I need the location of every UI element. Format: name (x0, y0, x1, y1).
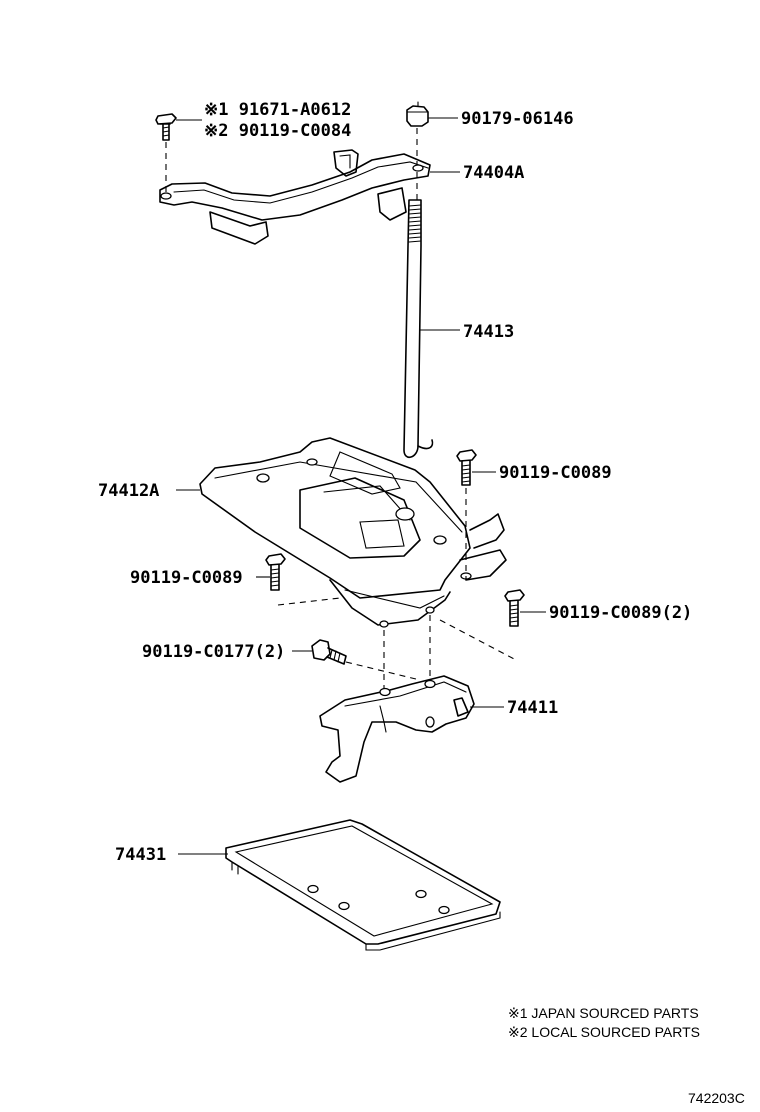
note-local-sourced: ※2 LOCAL SOURCED PARTS (508, 1024, 700, 1040)
label-part-90119-c0177-2: 90119-C0177(2) (142, 642, 285, 662)
bolt-lower-right-icon (504, 589, 525, 627)
dashed-line-bolt-left (277, 597, 341, 606)
label-part-90179-06146: 90179-06146 (461, 109, 574, 129)
bolt-left-icon (265, 553, 286, 591)
label-part-91671-a0612: ※1 91671-A0612 (204, 100, 351, 120)
label-part-74404a: 74404A (463, 163, 524, 183)
label-part-90119-c0089-left: 90119-C0089 (130, 568, 243, 588)
battery-tray-74431-icon (225, 819, 501, 951)
label-part-90119-c0089-right: 90119-C0089 (499, 463, 612, 483)
battery-carrier-74412a-icon (199, 437, 507, 628)
bracket-74411-icon (319, 675, 475, 783)
nut-top-icon (406, 101, 429, 127)
j-bolt-rod-74413-icon (403, 199, 434, 458)
label-part-74411: 74411 (507, 698, 558, 718)
label-part-74431: 74431 (115, 845, 166, 865)
bolt-right-icon (456, 449, 477, 486)
dashed-line-bolt-horizontal (345, 661, 421, 681)
label-part-90119-c0084: ※2 90119-C0084 (204, 121, 351, 141)
label-part-74412a: 74412A (98, 481, 159, 501)
dashed-line-bolt-lower-right (439, 619, 517, 661)
battery-clamp-74404a-icon (159, 149, 431, 245)
label-part-90119-c0089-2: 90119-C0089(2) (549, 603, 692, 623)
bolt-horizontal-icon (311, 639, 347, 665)
note-japan-sourced: ※1 JAPAN SOURCED PARTS (508, 1005, 699, 1021)
diagram-code: 742203C (688, 1090, 745, 1106)
bolt-top-left-icon (155, 113, 177, 141)
label-part-74413: 74413 (463, 322, 514, 342)
